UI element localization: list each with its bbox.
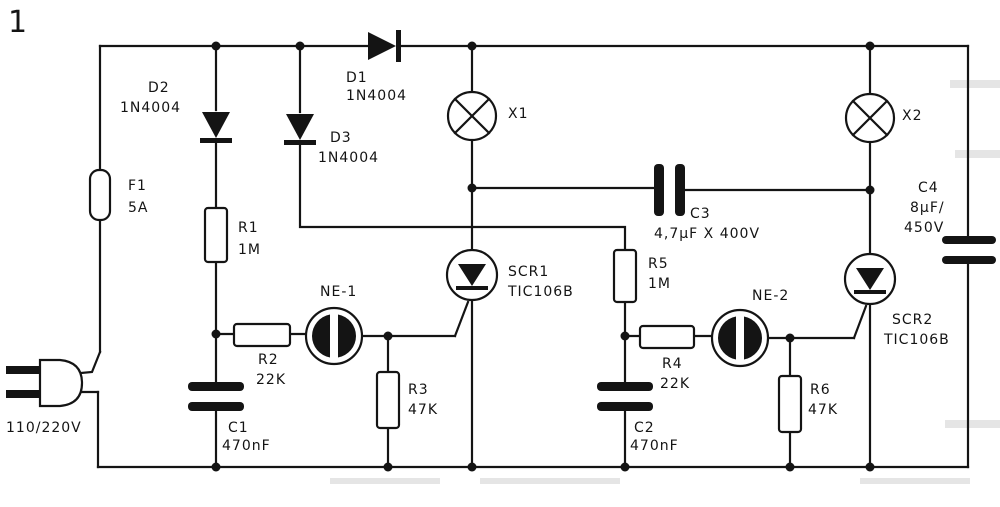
- diode-d3: D3 1N4004: [284, 114, 379, 166]
- mains-plug: 110/220V: [6, 358, 84, 436]
- resistor-r4: R4 22K: [638, 324, 696, 392]
- capacitor-c4-value-2: 450V: [904, 220, 944, 236]
- resistor-r2: R2 22K: [232, 322, 292, 388]
- scr-scr2-label: SCR2: [892, 312, 933, 328]
- resistor-r6-label: R6: [810, 382, 831, 398]
- scr-scr1-label: SCR1: [508, 264, 549, 280]
- neon-lamp-ne1-label: NE-1: [320, 284, 357, 300]
- resistor-r4-label: R4: [662, 356, 683, 372]
- resistor-r3: R3 47K: [375, 370, 438, 430]
- resistor-r6-value: 47K: [808, 402, 838, 418]
- scr-scr1: SCR1 TIC106B: [445, 248, 574, 302]
- capacitor-c4-label: C4: [918, 180, 939, 196]
- resistor-r1: R1 1M: [203, 206, 261, 264]
- fuse-f1-value: 5A: [128, 200, 148, 216]
- capacitor-c3-value: 4,7µF X 400V: [654, 226, 760, 242]
- lamp-x2-label: X2: [902, 108, 923, 124]
- plug-voltage-label: 110/220V: [6, 420, 82, 436]
- diode-d1-value: 1N4004: [346, 88, 407, 104]
- resistor-r2-value: 22K: [256, 372, 286, 388]
- diode-d2-value: 1N4004: [120, 100, 181, 116]
- lamp-x1-label: X1: [508, 106, 529, 122]
- scr-scr1-value: TIC106B: [507, 284, 574, 300]
- diode-d2: D2 1N4004: [120, 80, 232, 143]
- capacitor-c4-value-1: 8µF/: [910, 200, 945, 216]
- capacitor-c4: C4 8µF/ 450V: [904, 180, 996, 264]
- resistor-r3-value: 47K: [408, 402, 438, 418]
- diode-d3-label: D3: [330, 130, 352, 146]
- resistor-r5-value: 1M: [648, 276, 671, 292]
- diode-d2-label: D2: [148, 80, 170, 96]
- resistor-r1-label: R1: [238, 220, 259, 236]
- neon-lamp-ne2-label: NE-2: [752, 288, 789, 304]
- capacitor-c1-value: 470nF: [222, 438, 271, 454]
- resistor-r6: R6 47K: [777, 374, 838, 434]
- capacitor-c2-label: C2: [634, 420, 655, 436]
- resistor-r3-label: R3: [408, 382, 429, 398]
- capacitor-c2: C2 470nF: [597, 382, 679, 454]
- lamp-x1: X1: [446, 90, 529, 142]
- capacitor-c3-label: C3: [690, 206, 711, 222]
- fuse-f1-label: F1: [128, 178, 147, 194]
- junctions: [211, 41, 875, 472]
- background-bleed: [330, 80, 1000, 484]
- capacitor-c1: C1 470nF: [188, 382, 271, 454]
- scr-scr2: SCR2 TIC106B: [843, 252, 950, 348]
- scr-scr2-value: TIC106B: [883, 332, 950, 348]
- fuse-f1: F1 5A: [88, 168, 148, 222]
- lamp-x2: X2: [844, 92, 923, 144]
- diode-d1-label: D1: [346, 70, 368, 86]
- figure-number: 1: [8, 5, 27, 40]
- capacitor-c1-label: C1: [228, 420, 249, 436]
- diode-d1: D1 1N4004: [346, 30, 407, 104]
- resistor-r4-value: 22K: [660, 376, 690, 392]
- resistor-r5: R5 1M: [612, 248, 671, 304]
- capacitor-c3: C3 4,7µF X 400V: [654, 164, 760, 242]
- neon-lamp-ne2: NE-2: [710, 288, 789, 368]
- resistor-r5-label: R5: [648, 256, 669, 272]
- neon-lamp-ne1: NE-1: [304, 284, 364, 366]
- capacitor-c2-value: 470nF: [630, 438, 679, 454]
- wires: [68, 44, 970, 469]
- resistor-r1-value: 1M: [238, 242, 261, 258]
- diode-d3-value: 1N4004: [318, 150, 379, 166]
- resistor-r2-label: R2: [258, 352, 279, 368]
